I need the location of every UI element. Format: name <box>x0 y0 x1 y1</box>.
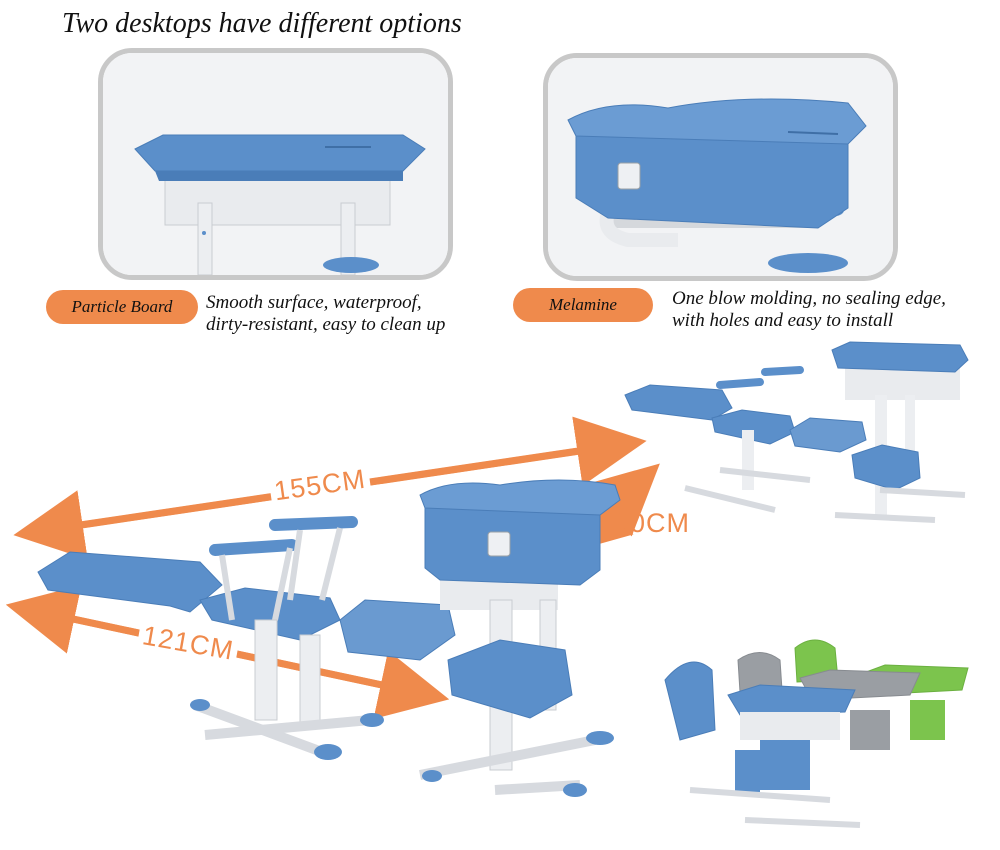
melamine-description: One blow molding, no sealing edge, with … <box>672 288 946 332</box>
melamine-desktop-image <box>543 53 898 281</box>
particle-board-desk-illustration <box>103 53 448 275</box>
chair-length-dimension-label: 121CM <box>136 619 240 668</box>
depth-dimension-label: 60CM <box>614 508 691 538</box>
page-title: Two desktops have different options <box>62 8 462 39</box>
particle-board-desktop-image <box>98 48 453 280</box>
length-dimension-label: 155CM <box>268 463 372 508</box>
particle-board-description: Smooth surface, waterproof, dirty-resist… <box>206 292 445 336</box>
particle-board-description-line: Smooth surface, waterproof, <box>206 292 422 313</box>
chair-small <box>624 366 867 513</box>
melamine-badge: Melamine <box>513 288 653 322</box>
particle-board-badge: Particle Board <box>46 290 198 324</box>
chair-large <box>37 516 456 760</box>
melamine-description-line: with holes and easy to install <box>672 310 894 331</box>
desk-large <box>419 479 621 797</box>
desk-small <box>831 341 969 523</box>
melamine-desk-illustration <box>548 58 893 276</box>
melamine-description-line: One blow molding, no sealing edge, <box>672 288 946 309</box>
particle-board-description-line: dirty-resistant, easy to clean up <box>206 314 446 335</box>
color-variants-set <box>664 639 969 828</box>
